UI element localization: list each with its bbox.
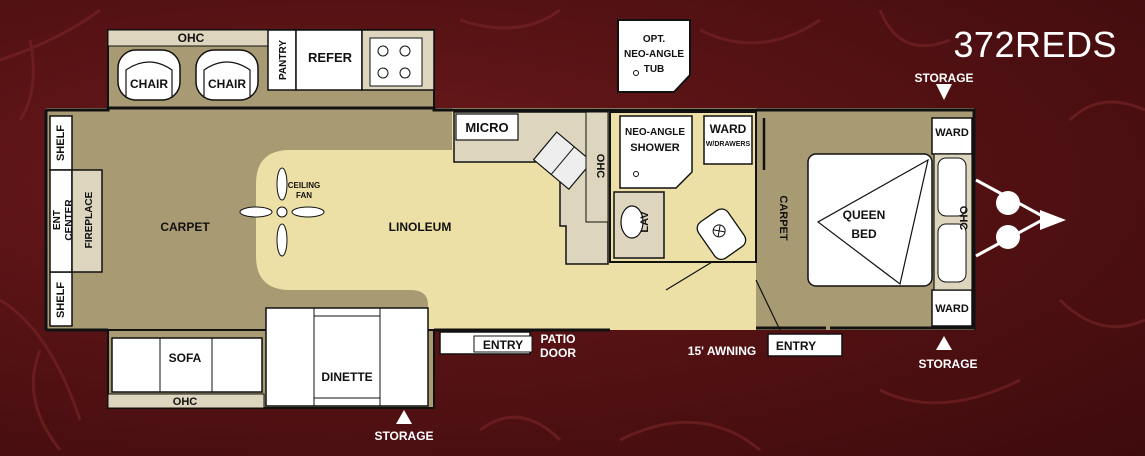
micro-label: MICRO bbox=[465, 120, 508, 135]
fan-label-1: CEILING bbox=[288, 181, 320, 190]
top-slideout bbox=[107, 29, 435, 111]
storage-arrow-bottom bbox=[396, 410, 412, 424]
ward-top-label: WARD bbox=[710, 122, 747, 136]
ent-center-label-1: ENT bbox=[52, 210, 63, 230]
entry-1-label: ENTRY bbox=[483, 338, 523, 352]
ohc-top-label: OHC bbox=[178, 31, 205, 45]
bed-label-1: QUEEN bbox=[843, 208, 886, 222]
ohc-bed-label: OHC bbox=[957, 206, 969, 231]
ohc-sofa-label: OHC bbox=[173, 396, 198, 408]
carpet-right-label: CARPET bbox=[777, 195, 789, 241]
chair-2 bbox=[195, 49, 259, 101]
ward-drawers-label: W/DRAWERS bbox=[706, 141, 751, 148]
chair-2-label: CHAIR bbox=[208, 77, 246, 91]
fan-label-2: FAN bbox=[296, 191, 312, 200]
chair-1-label: CHAIR bbox=[130, 77, 168, 91]
dinette-label: DINETTE bbox=[321, 370, 372, 384]
awning-label: 15' AWNING bbox=[688, 344, 756, 358]
storage-bottom-right-label: STORAGE bbox=[918, 357, 977, 371]
background-branches bbox=[0, 8, 1145, 452]
ent-center-label-2: CENTER bbox=[64, 199, 75, 241]
storage-bottom-label: STORAGE bbox=[374, 429, 433, 443]
carpet-left-label: CARPET bbox=[160, 220, 210, 234]
storage-arrow-bottom-right bbox=[936, 336, 952, 350]
lav-label: LAV bbox=[639, 211, 651, 233]
fireplace-label: FIREPLACE bbox=[84, 191, 95, 248]
tub-label-3: TUB bbox=[644, 64, 665, 75]
shelf-top-label: SHELF bbox=[55, 125, 67, 161]
sofa-label: SOFA bbox=[169, 351, 202, 365]
ward-bed-bottom-label: WARD bbox=[935, 303, 969, 315]
storage-top-right-label: STORAGE bbox=[914, 71, 973, 85]
ward-bed-top-label: WARD bbox=[935, 127, 969, 139]
storage-arrow-top-right bbox=[936, 84, 952, 100]
chair-1 bbox=[117, 49, 181, 101]
pantry-label: PANTRY bbox=[278, 40, 289, 80]
hitch bbox=[975, 178, 1066, 258]
entry-doors bbox=[439, 331, 843, 357]
main-body bbox=[44, 106, 1066, 332]
bed-label-2: BED bbox=[851, 227, 877, 241]
ceiling-fan-icon bbox=[239, 167, 325, 257]
shelf-bottom-label: SHELF bbox=[55, 282, 67, 318]
model-title: 372REDS bbox=[953, 24, 1117, 65]
patio-label-1: PATIO bbox=[541, 332, 576, 346]
kitchen-sink bbox=[532, 131, 593, 191]
tub-label-1: OPT. bbox=[643, 34, 665, 45]
entry-2-label: ENTRY bbox=[776, 339, 816, 353]
bottom-slideout bbox=[107, 307, 435, 409]
shower-label-1: NEO-ANGLE bbox=[625, 127, 685, 138]
ohc-kitchen-label: OHC bbox=[594, 154, 606, 179]
patio-label-2: DOOR bbox=[540, 346, 576, 360]
opt-tub bbox=[617, 19, 691, 93]
toilet bbox=[696, 208, 747, 261]
refer-label: REFER bbox=[308, 50, 353, 65]
shower-label-2: SHOWER bbox=[630, 142, 680, 154]
tub-label-2: NEO-ANGLE bbox=[624, 49, 684, 60]
stove-burners bbox=[377, 45, 411, 79]
linoleum-label: LINOLEUM bbox=[389, 220, 452, 234]
